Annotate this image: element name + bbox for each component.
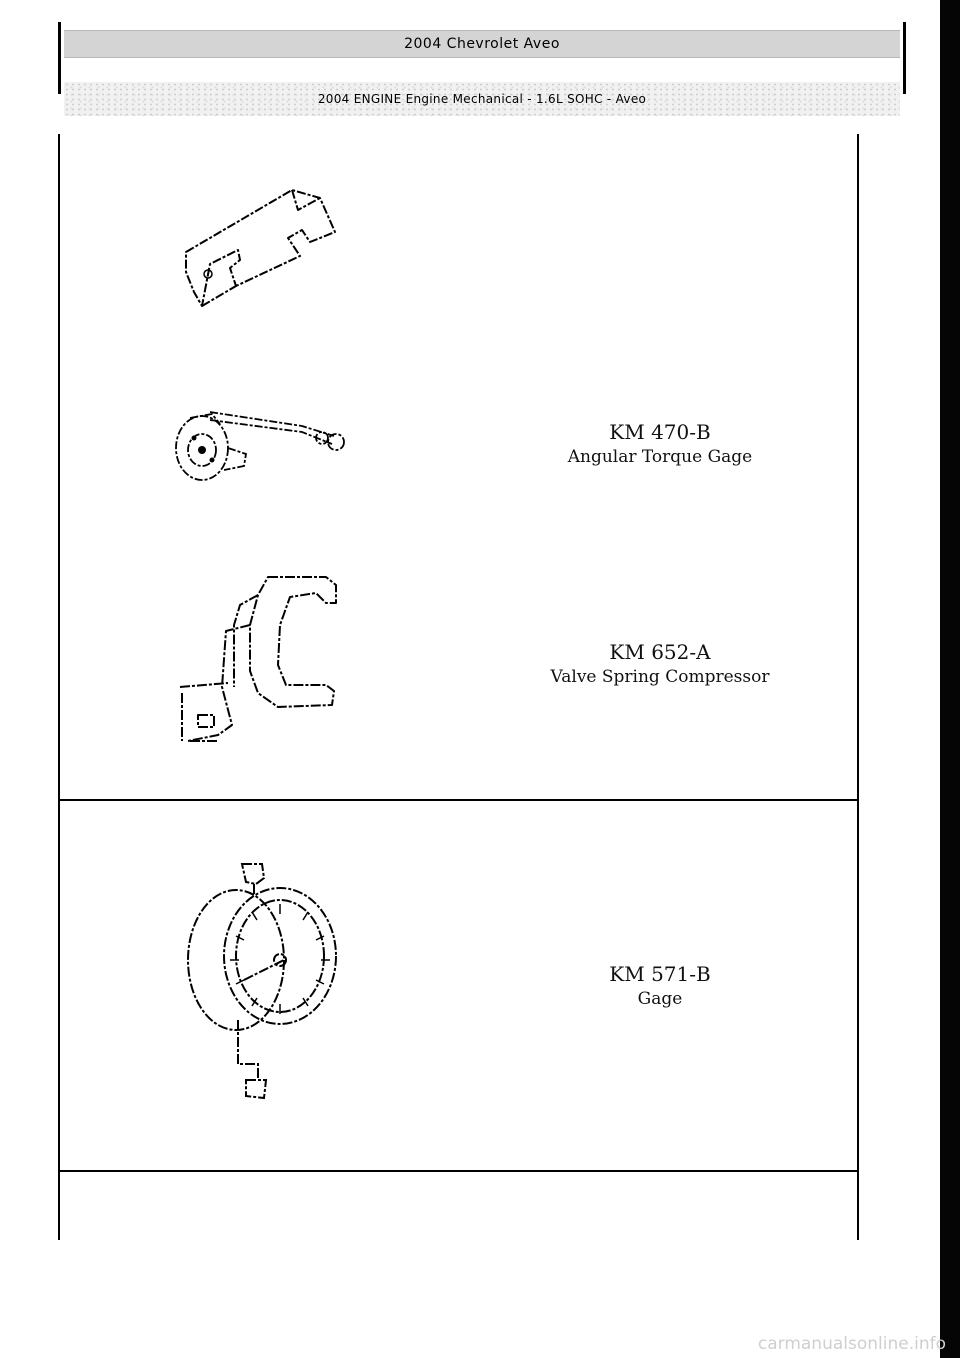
tool-name: Angular Torque Gage	[567, 447, 753, 467]
tool-caption: KM 571-B Gage	[500, 962, 820, 1012]
table-left-border	[58, 134, 60, 1240]
table-right-border	[857, 134, 859, 1240]
valve-spring-compressor-icon	[178, 575, 348, 755]
header-left-rule	[58, 22, 61, 94]
tool-caption: KM 470-B Angular Torque Gage	[500, 420, 820, 470]
header-right-rule	[903, 22, 906, 94]
tool-number: KM 470-B	[609, 420, 711, 444]
tool-number: KM 652-A	[609, 640, 711, 664]
dial-gage-icon	[184, 860, 344, 1110]
page-edge-shadow	[940, 0, 960, 1358]
table-row-divider	[58, 1170, 859, 1172]
bracket-tool-icon	[180, 180, 350, 315]
tool-number: KM 571-B	[609, 962, 711, 986]
watermark-text: carmanualsonline.info	[757, 1334, 946, 1354]
document-title: 2004 Chevrolet Aveo	[64, 30, 900, 58]
tool-caption: KM 652-A Valve Spring Compressor	[500, 640, 820, 690]
document-subtitle: 2004 ENGINE Engine Mechanical - 1.6L SOH…	[64, 82, 900, 116]
page-header: 2004 Chevrolet Aveo 2004 ENGINE Engine M…	[58, 22, 906, 116]
angular-torque-gage-icon	[172, 400, 352, 490]
tool-name: Valve Spring Compressor	[550, 667, 770, 687]
table-row-divider	[58, 799, 859, 801]
tool-name: Gage	[637, 989, 683, 1009]
